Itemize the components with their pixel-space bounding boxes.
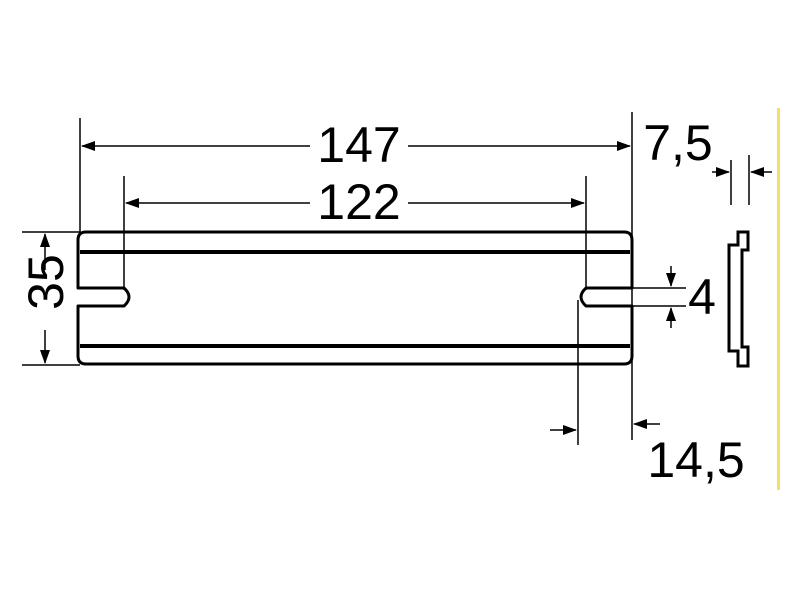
label-end-slot-offset: 14,5 — [647, 432, 744, 488]
rail-profile-outline — [727, 230, 750, 368]
label-slot-center-distance: 122 — [317, 174, 400, 230]
image-edge-accent — [777, 108, 780, 490]
label-rail-height: 35 — [18, 254, 74, 310]
rail-side-profile — [727, 230, 750, 368]
label-overall-length: 147 — [317, 117, 400, 173]
rail-outline — [76, 230, 634, 366]
extension-lines — [22, 112, 750, 445]
dimension-labels: 147 122 7,5 35 4 14,5 — [18, 115, 745, 488]
dimension-lines — [40, 141, 772, 435]
label-profile-thickness: 7,5 — [643, 115, 713, 171]
label-slot-width: 4 — [688, 269, 716, 325]
